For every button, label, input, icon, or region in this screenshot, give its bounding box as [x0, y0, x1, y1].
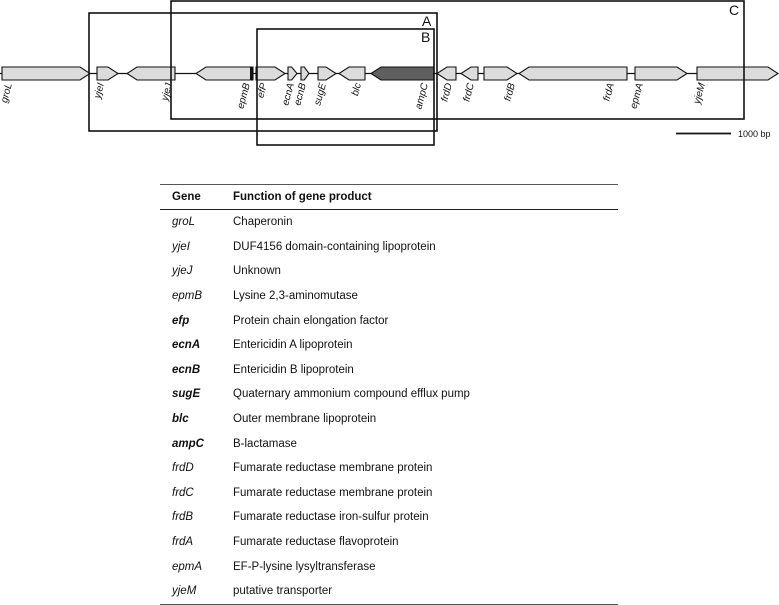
table-row: epmA EF-P-lysine lysyltransferase	[160, 554, 618, 579]
header-gene: Gene	[160, 184, 219, 210]
region-a-box	[88, 12, 438, 132]
gene-label: frdC	[461, 81, 477, 103]
table-row: blc Outer membrane lipoprotein	[160, 407, 618, 432]
gene-arrow-sugE	[317, 66, 338, 81]
gene-label: groL	[0, 82, 15, 104]
gene-name-cell: epmA	[172, 560, 203, 573]
gene-function-cell: Chaperonin	[233, 216, 293, 229]
table-row: groL Chaperonin	[160, 210, 618, 235]
table-row: sugE Quaternary ammonium compound efflux …	[160, 382, 618, 407]
gene-name-cell: sugE	[172, 388, 201, 401]
gene-function-cell: Entericidin A lipoprotein	[233, 339, 353, 352]
gene-function-cell: EF-P-lysine lysyltransferase	[233, 560, 376, 573]
table-row: frdC Fumarate reductase membrane protein	[160, 481, 618, 506]
gene-name-cell: frdA	[172, 536, 194, 549]
gene-name-cell: frdC	[172, 486, 194, 499]
gene-function-cell: Outer membrane lipoprotein	[233, 413, 377, 426]
table-row: ecnB Entericidin B lipoprotein	[160, 358, 618, 383]
gene-label: efP	[255, 82, 270, 100]
gene-name-cell: ecnB	[172, 363, 201, 376]
region-c-label: C	[729, 2, 739, 18]
gene-name-cell: ampC	[172, 437, 204, 450]
table-row: frdB Fumarate reductase iron-sulfur prote…	[160, 505, 618, 530]
gene-arrow-yjeI	[96, 66, 120, 81]
gene-label: epmB	[236, 82, 253, 110]
region-a-label: A	[422, 13, 432, 29]
gene-boundary-mark	[250, 67, 253, 80]
gene-function-table: Gene Function of gene product groL Chaper…	[160, 184, 618, 605]
gene-function-cell: Entericidin B lipoprotein	[233, 363, 354, 376]
gene-arrow-epmA	[634, 66, 689, 81]
gene-function-cell: DUF4156 domain-containing lipoprotein	[233, 240, 436, 253]
table-row: ecnA Entericidin A lipoprotein	[160, 333, 618, 358]
gene-function-cell: Protein chain elongation factor	[233, 314, 389, 327]
gene-name-cell: frdD	[172, 462, 194, 475]
gene-label: ampC	[413, 81, 431, 110]
gene-function-cell: Lysine 2,3-aminomutase	[233, 290, 358, 303]
gene-arrow-groL	[1, 66, 92, 81]
gene-function-cell: Fumarate reductase membrane protein	[233, 486, 433, 499]
gene-function-cell: putative transporter	[219, 578, 618, 605]
region-b-box	[256, 28, 435, 146]
gene-arrow-yjeJ	[125, 66, 176, 81]
gene-function-cell: Fumarate reductase membrane protein	[233, 462, 433, 475]
gene-label: frdB	[503, 82, 518, 103]
gene-function-cell: B-lactamase	[233, 437, 297, 450]
gene-name-cell: ecnA	[172, 339, 201, 352]
gene-name-cell: yjeJ	[172, 265, 193, 278]
table-row: frdD Fumarate reductase membrane protein	[160, 456, 618, 481]
gene-arrows	[1, 66, 779, 81]
gene-arrow-frdD	[435, 66, 457, 81]
region-c-box	[170, 0, 745, 120]
gene-name-cell: efp	[172, 314, 190, 327]
gene-arrow-frdC	[459, 66, 479, 81]
gene-arrow-ampC	[369, 66, 435, 81]
table-row: epmB Lysine 2,3-aminomutase	[160, 284, 618, 309]
gene-label: yjeJ	[159, 81, 175, 103]
gene-function-cell: Quaternary ammonium compound efflux pump	[233, 388, 470, 401]
table-row: efp Protein chain elongation factor	[160, 308, 618, 333]
gene-arrow-ecnB	[300, 66, 310, 81]
gene-label: blc	[350, 82, 364, 97]
scale-bar-label: 1000 bp	[738, 129, 771, 139]
gene-label: sugE	[312, 82, 329, 107]
gene-function-cell: Unknown	[233, 265, 281, 278]
gene-arrow-yjeM	[696, 66, 779, 81]
gene-label: yjeI	[92, 82, 107, 101]
gene-name-cell: groL	[172, 216, 196, 229]
gene-arrow-frdA	[517, 66, 628, 81]
table-header-row: Gene Function of gene product	[160, 184, 618, 210]
table-row: frdA Fumarate reductase flavoprotein	[160, 530, 618, 555]
gene-name-cell: epmB	[172, 290, 203, 303]
header-function: Function of gene product	[219, 184, 618, 210]
gene-arrow-epmB	[194, 66, 254, 81]
gene-arrow-ecnA	[287, 66, 298, 81]
gene-function-cell: Fumarate reductase flavoprotein	[233, 536, 399, 549]
gene-label: epmA	[629, 82, 646, 110]
gene-name-cell: blc	[172, 413, 189, 426]
gene-name-cell: yjeM	[160, 578, 219, 605]
table-row: yjeJ Unknown	[160, 259, 618, 284]
gene-arrow-frdB	[483, 66, 519, 81]
gene-arrow-efP	[255, 66, 287, 81]
gene-arrow-blc	[337, 66, 366, 81]
table-row: ampC B-lactamase	[160, 431, 618, 456]
gene-name-cell: frdB	[172, 511, 194, 524]
gene-function-cell: Fumarate reductase iron-sulfur protein	[233, 511, 429, 524]
gene-name-cell: yjeI	[172, 240, 190, 253]
table-row: yjeI DUF4156 domain-containing lipoprotei…	[160, 235, 618, 260]
region-b-label: B	[421, 29, 430, 45]
gene-label: frdD	[439, 82, 455, 103]
gene-label: frdA	[602, 82, 617, 103]
gene-label: yjeM	[692, 81, 709, 106]
